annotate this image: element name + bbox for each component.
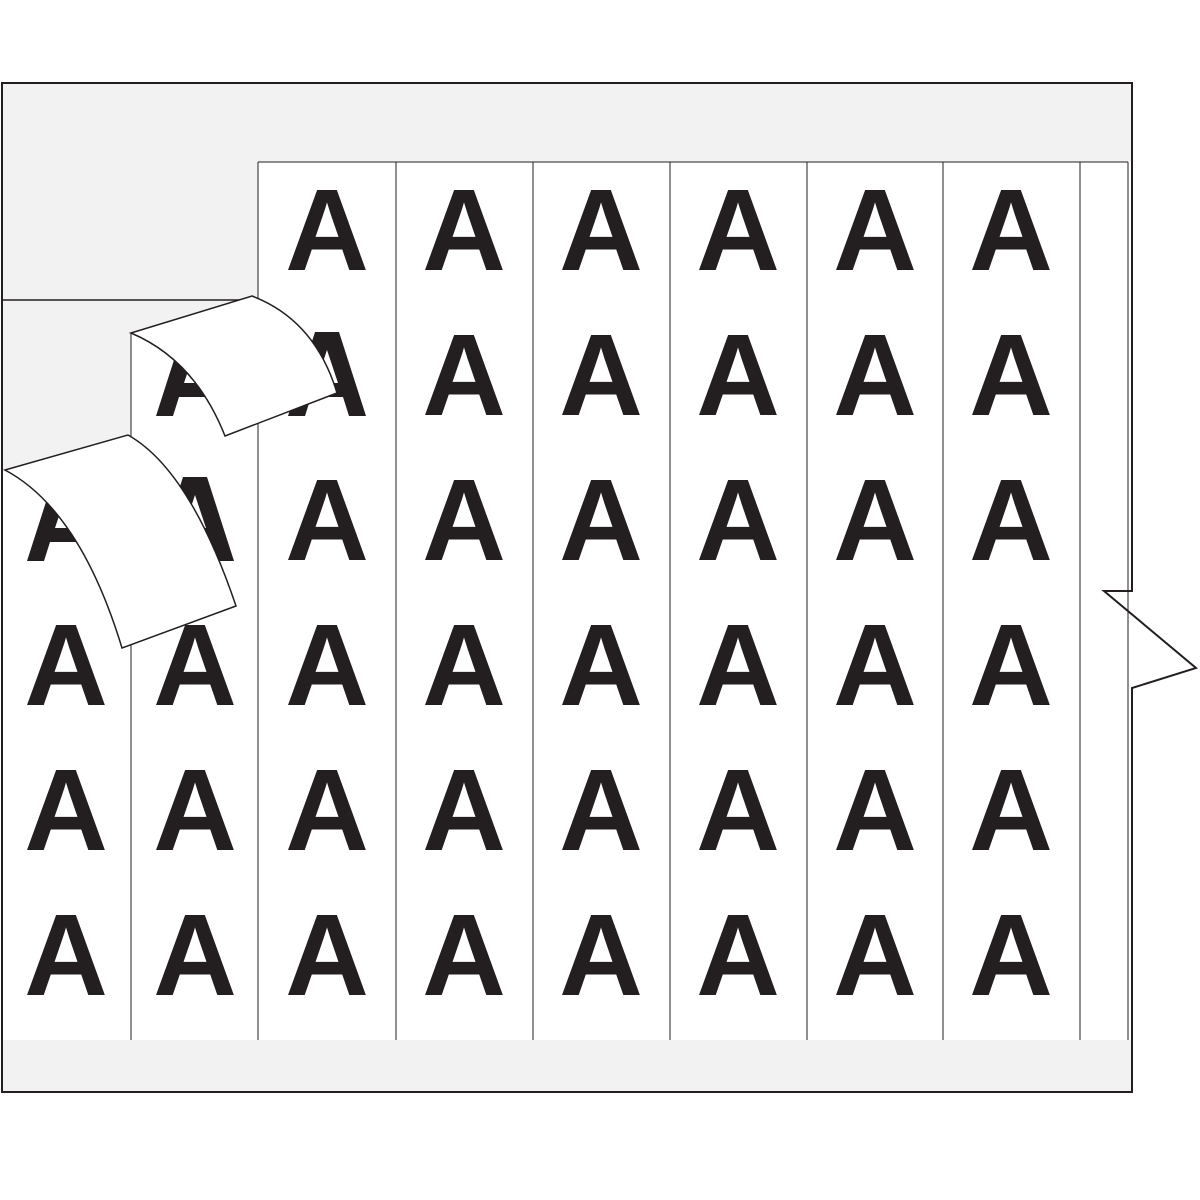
label-character: A [559,455,643,585]
label-character: A [696,600,780,730]
label-character: A [696,165,780,295]
label-character: A [559,165,643,295]
label-character: A [969,600,1053,730]
label-character: A [285,890,369,1020]
label-character: A [24,600,108,730]
label-character: A [153,890,237,1020]
label-character: A [285,165,369,295]
label-character: A [969,455,1053,585]
label-character: A [285,600,369,730]
label-character: A [833,165,917,295]
label-character: A [969,310,1053,440]
label-character: A [24,745,108,875]
label-character: A [559,890,643,1020]
label-character: A [285,455,369,585]
label-grid: AAAAAAAAAAAAAAAAAAAAAAAAAAAAAAAAAAAAAAAA… [24,165,1053,1020]
label-character: A [833,600,917,730]
label-character: A [833,890,917,1020]
label-character: A [422,745,506,875]
peeled-label-flap[interactable] [3,434,237,649]
label-character: A [969,890,1053,1020]
label-character: A [559,310,643,440]
peeled-label-flap[interactable] [128,295,338,437]
label-character: A [833,455,917,585]
label-character: A [559,745,643,875]
label-character: A [696,455,780,585]
label-character: A [422,165,506,295]
label-character: A [422,455,506,585]
label-character: A [559,600,643,730]
liner-bottom-band [3,1040,1131,1091]
label-character: A [24,890,108,1020]
label-character: A [969,745,1053,875]
label-character: A [833,310,917,440]
label-character: A [833,745,917,875]
liner-top-band [3,84,1131,162]
column-dividers [130,161,1129,1040]
label-character: A [422,890,506,1020]
label-character: A [422,600,506,730]
label-character: A [153,745,237,875]
label-character: A [696,745,780,875]
label-character: A [285,745,369,875]
label-character: A [969,165,1053,295]
label-character: A [696,310,780,440]
label-character: A [422,310,506,440]
liner-exposed-col1 [3,162,131,472]
label-character: A [696,890,780,1020]
